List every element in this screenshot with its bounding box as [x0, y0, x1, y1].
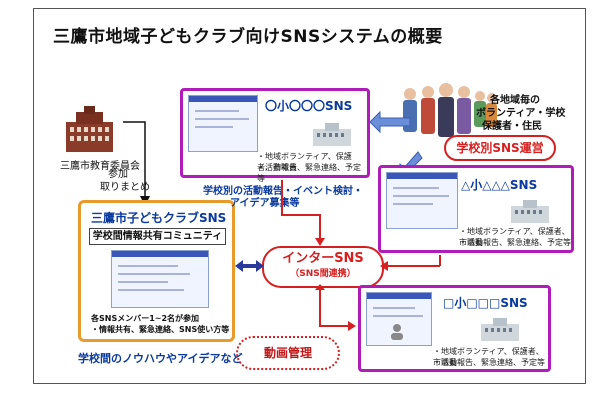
- diagram-title: 三鷹市地域子どもクラブ向けSNSシステムの概要: [53, 27, 443, 47]
- volunteers-line2: ボランティア・学校: [476, 108, 566, 119]
- school-building-icon: [481, 318, 519, 341]
- video-management-label: 動画管理: [236, 336, 340, 370]
- school-sns-2-bullet2: ・活動報告、緊急連絡、予定等: [459, 238, 571, 247]
- school-sns-2-bullet1: ・地域ボランティア、保護者、市職員: [459, 227, 570, 247]
- school-building-icon: [511, 200, 549, 223]
- school-sns-box-3: □小□□□SNS ・地域ボランティア、保護者、市職員 ・活動報告、緊急連絡、予定…: [358, 285, 551, 372]
- school-sns-box-1: 〇小〇〇〇SNS ・地域ボランティア、保護者、市職員 ・活動報告、緊急連絡、予定…: [180, 88, 370, 183]
- school-sns-1-bullet2: ・活動報告、緊急連絡、予定等: [257, 163, 361, 183]
- school-sns-3-screenshot: [366, 292, 432, 346]
- participation-label: 参加: [108, 169, 128, 180]
- avatar-icon: [391, 324, 403, 340]
- inter-sns-subtitle: （SNS間連携）: [290, 269, 356, 279]
- school-activity-line2: アイデア募集等: [230, 198, 300, 209]
- inter-sns-title: インターSNS: [282, 251, 364, 266]
- main-sns-title: 三鷹市子どもクラブSNS: [91, 211, 227, 225]
- school-sns-1-bullet1: ・地域ボランティア、保護者、市職員: [257, 152, 352, 172]
- people-group-icon: [403, 83, 497, 137]
- school-sns-2-title: △小△△△SNS: [461, 178, 538, 192]
- coordination-label: 取りまとめ: [100, 182, 150, 193]
- school-sns-2-screenshot: [386, 172, 458, 229]
- volunteers-line3: 保護者・住民: [482, 121, 542, 132]
- school-sns-3-bullet2: ・活動報告、緊急連絡、予定等: [433, 358, 545, 367]
- school-building-icon: [313, 123, 351, 146]
- school-sns-1-title: 〇小〇〇〇SNS: [265, 99, 353, 113]
- volunteers-line1: 各地域毎の: [490, 95, 540, 106]
- school-sns-3-title: □小□□□SNS: [443, 296, 528, 310]
- operation-label: 学校別SNS運営: [444, 135, 556, 161]
- inter-sns-ellipse: インターSNS （SNS間連携）: [262, 246, 384, 288]
- school-sns-1-screenshot: [188, 95, 258, 152]
- school-sns-box-2: △小△△△SNS ・地域ボランティア、保護者、市職員 ・活動報告、緊急連絡、予定…: [378, 165, 574, 253]
- building-icon: [66, 106, 113, 152]
- main-sns-box: 三鷹市子どもクラブSNS 学校間情報共有コミュニティ 各SNSメンバー1~2名が…: [78, 200, 235, 342]
- education-board-label: 三鷹市教育委員会: [60, 161, 140, 172]
- school-sns-3-bullet1: ・地域ボランティア、保護者、市職員: [433, 347, 544, 367]
- members-line1: 各SNSメンバー1~2名が参加: [91, 314, 200, 323]
- members-line2: ・情報共有、緊急連絡、SNS使い方等: [91, 325, 230, 334]
- community-label: 学校間情報共有コミュニティ: [89, 228, 226, 245]
- main-sns-screenshot: [111, 250, 209, 308]
- bottom-left-caption: 学校間のノウハウやアイデアなど: [78, 352, 243, 365]
